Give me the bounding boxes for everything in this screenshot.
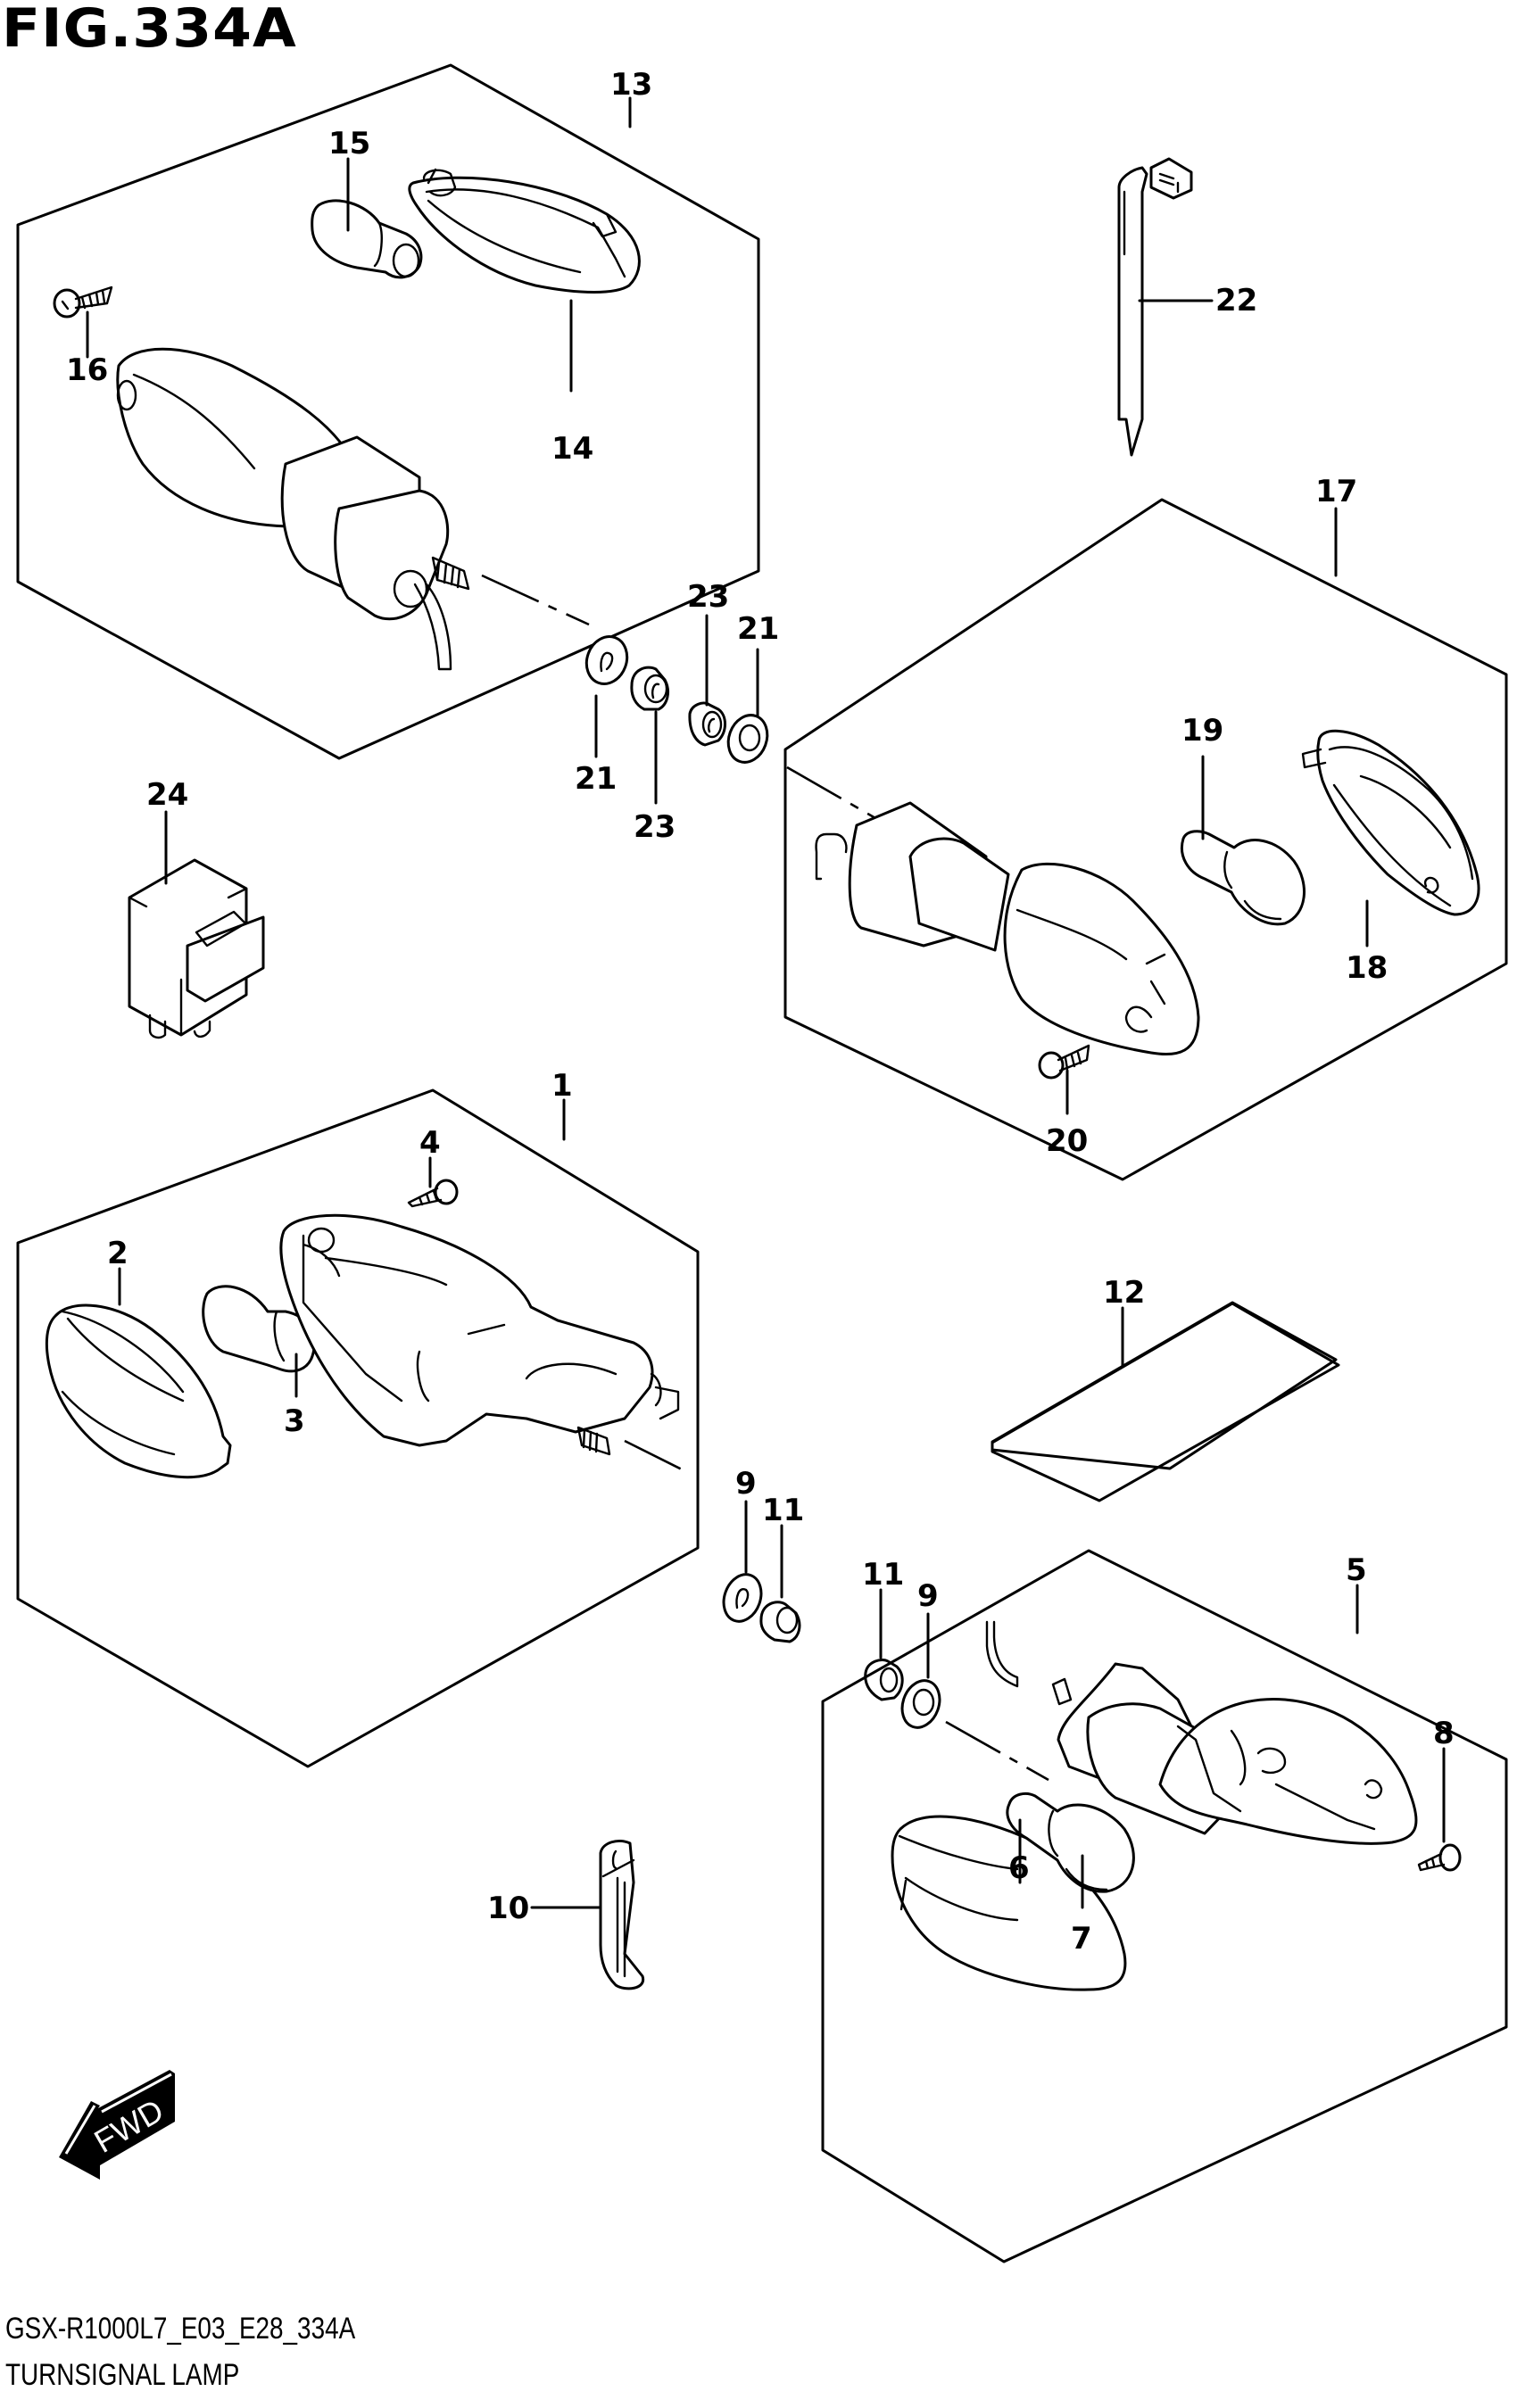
- callout-10: 10: [487, 1891, 529, 1926]
- part-18-lens[interactable]: [1301, 729, 1480, 916]
- part-15-bulb[interactable]: [311, 199, 423, 279]
- model-code: GSX-R1000L7_E03_E28_334A: [5, 2312, 356, 2346]
- figure-name: TURNSIGNAL LAMP: [5, 2358, 240, 2392]
- assembly-17-outline: [783, 498, 1508, 1181]
- assembly-5-group: 5 8 6 7: [821, 1549, 1508, 2263]
- part-5-stud: [1051, 1677, 1073, 1706]
- assembly-13-group: 13 15 14 16: [16, 63, 760, 760]
- callout-21a: 21: [575, 761, 617, 797]
- callout-6: 6: [1008, 1850, 1030, 1886]
- callout-13: 13: [610, 67, 652, 103]
- part-23-nut-b[interactable]: [688, 701, 726, 747]
- part-17-housing[interactable]: [815, 801, 1200, 1056]
- callout-23a: 23: [634, 809, 676, 845]
- part-23-nut-a[interactable]: [630, 666, 669, 711]
- assembly-5-outline: [821, 1549, 1508, 2263]
- part-5-housing[interactable]: [985, 1620, 1418, 1845]
- callout-23b: 23: [687, 579, 729, 615]
- callout-9b: 9: [917, 1578, 939, 1614]
- fwd-arrow-icon: FWD: [59, 2070, 175, 2180]
- hardware-9-11: 9 11 11 9: [717, 1466, 1049, 1782]
- callout-7: 7: [1071, 1921, 1092, 1957]
- callout-22: 22: [1215, 283, 1257, 319]
- part-13-stud: [431, 556, 470, 591]
- part-21-washer-a[interactable]: [580, 631, 634, 690]
- part-11-nut-b[interactable]: [864, 1659, 904, 1701]
- callout-18: 18: [1346, 950, 1388, 986]
- callout-8: 8: [1433, 1716, 1455, 1751]
- part-21-washer-b[interactable]: [722, 709, 774, 767]
- callout-1: 1: [551, 1068, 573, 1104]
- callout-4: 4: [419, 1125, 441, 1161]
- part-6-lens[interactable]: [891, 1815, 1127, 1991]
- callout-11a: 11: [762, 1493, 804, 1528]
- callout-17: 17: [1315, 474, 1357, 509]
- part-9-washer-a[interactable]: [717, 1569, 767, 1626]
- part-20-screw[interactable]: 20: [1038, 1044, 1090, 1159]
- callout-15: 15: [328, 126, 370, 161]
- assembly-17-group: 20 17 19 18: [783, 474, 1508, 1181]
- callout-21b: 21: [737, 611, 779, 647]
- part-24-relay[interactable]: 24: [128, 777, 265, 1039]
- part-14-lens[interactable]: [408, 168, 641, 294]
- callout-5: 5: [1346, 1552, 1367, 1588]
- part-8-screw[interactable]: [1417, 1843, 1462, 1872]
- part-16-screw[interactable]: [53, 285, 113, 319]
- assembly-1-outline: [16, 1088, 700, 1768]
- callout-9a: 9: [735, 1466, 757, 1502]
- callout-3: 3: [284, 1403, 305, 1439]
- callout-20: 20: [1046, 1123, 1088, 1159]
- part-1-housing[interactable]: [279, 1213, 688, 1474]
- part-4-screw[interactable]: [407, 1179, 459, 1208]
- part-9-washer-b[interactable]: [896, 1676, 946, 1733]
- part-2-lens[interactable]: [45, 1303, 232, 1479]
- callout-19: 19: [1181, 713, 1223, 749]
- assembly-1-group: 1 4 2 3: [16, 1068, 700, 1768]
- pad-outline: [991, 1302, 1340, 1502]
- callout-24: 24: [146, 777, 188, 813]
- part-11-nut-a[interactable]: [759, 1601, 801, 1643]
- callout-14: 14: [551, 431, 593, 467]
- part-12-pad[interactable]: 12: [991, 1275, 1340, 1502]
- callout-12: 12: [1103, 1275, 1145, 1311]
- part-22-harness[interactable]: 22: [1117, 157, 1257, 457]
- part-19-bulb[interactable]: [1181, 830, 1306, 926]
- assembly-13-outline: [16, 63, 760, 760]
- figure-title: FIG.334A: [2, 0, 297, 60]
- hardware-21-23: 21 23 23 21: [575, 579, 779, 845]
- part-10-bracket[interactable]: 10: [487, 1840, 645, 1990]
- part-13-housing[interactable]: [116, 347, 590, 671]
- callout-16: 16: [66, 352, 108, 388]
- callout-11b: 11: [862, 1557, 904, 1593]
- part-1-stud: [576, 1426, 611, 1456]
- callout-2: 2: [107, 1236, 128, 1271]
